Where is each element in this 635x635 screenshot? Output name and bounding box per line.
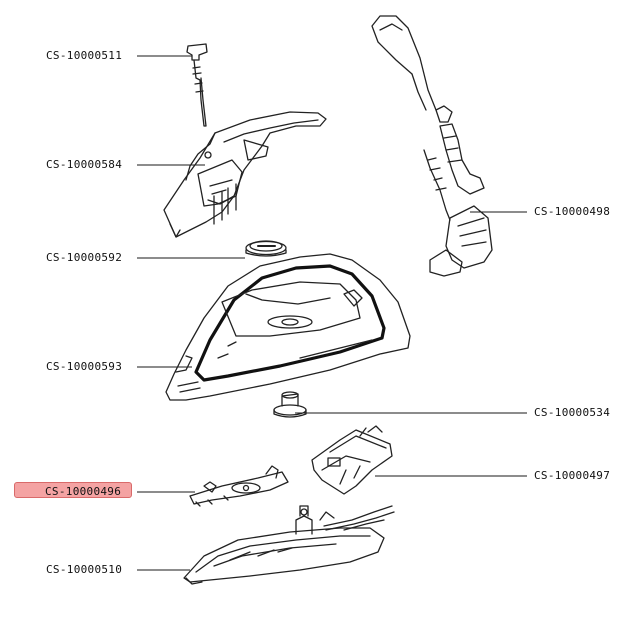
part-label-cs-10000584[interactable]: CS-10000584 [46,158,123,171]
part-cs-10000592-drawing [245,240,287,257]
part-cs-10000498-drawing [371,15,493,277]
part-label-cs-10000592[interactable]: CS-10000592 [46,251,123,264]
part-cs-10000497-drawing [311,425,393,495]
part-label-cs-10000511[interactable]: CS-10000511 [46,49,123,62]
part-cs-10000496-drawing [189,465,289,507]
part-label-cs-10000593[interactable]: CS-10000593 [46,360,123,373]
part-cs-10000534-drawing [273,391,307,418]
part-label-cs-10000496[interactable]: CS-10000496 [14,482,132,498]
part-cs-10000593-drawing [165,253,411,401]
part-label-cs-10000497[interactable]: CS-10000497 [534,469,611,482]
part-label-cs-10000498[interactable]: CS-10000498 [534,205,611,218]
part-label-cs-10000534[interactable]: CS-10000534 [534,406,611,419]
part-cs-10000584-drawing [163,111,327,238]
leader-lines [137,55,527,571]
part-cs-10000510-drawing [183,505,395,585]
part-label-cs-10000510[interactable]: CS-10000510 [46,563,123,576]
part-cs-10000511-drawing [186,43,208,127]
